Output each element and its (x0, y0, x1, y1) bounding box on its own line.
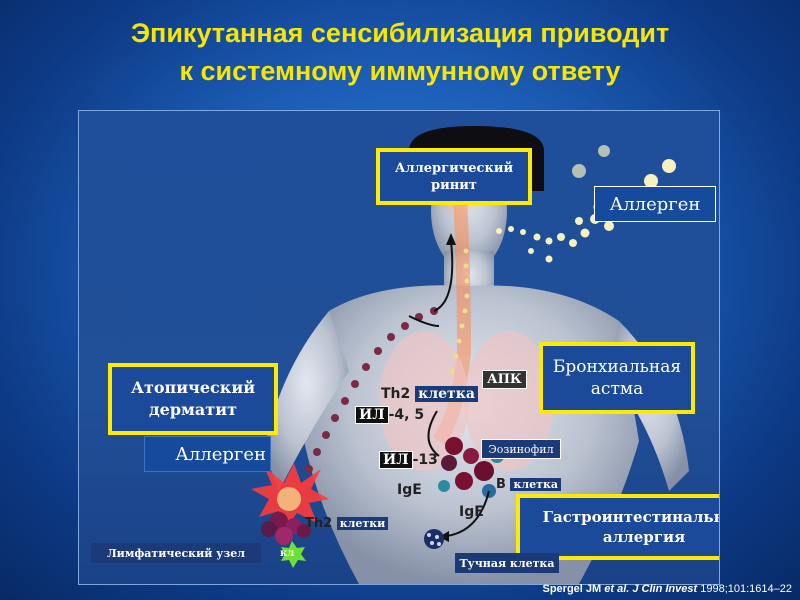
th2-cell-text: клетка (415, 386, 478, 402)
atopic-dermatitis-line1: Атопический (130, 378, 256, 397)
ref-details: 1998;101:1614–22 (700, 583, 792, 595)
il-13-label: ИЛ-13 (379, 451, 438, 469)
il-4-5-num: -4, 5 (388, 407, 425, 423)
lymph-node-cluster (261, 512, 311, 545)
lymph-node-text: Лимфатический узел (106, 546, 246, 560)
skin-lesion (251, 463, 329, 531)
b-cell-label: B клетка (496, 477, 562, 492)
allergen-label-top: Аллерген (594, 186, 716, 222)
th2-cells-text: клетки (336, 517, 389, 530)
atopic-dermatitis-line2: дерматит (149, 400, 237, 419)
ref-etal: et al. (604, 583, 630, 595)
th2-cell-label: Th2 клетка (381, 386, 478, 402)
title-line-2: к системному иммунному ответу (179, 56, 621, 86)
ige-label-2: IgE (459, 504, 484, 520)
mast-cell-label: Тучная клетка (455, 553, 559, 573)
bronchial-asthma-box: Бронхиальная астма (539, 342, 695, 414)
eosinophil-text: Эозинофил (488, 442, 554, 456)
lc-text: кл (280, 548, 295, 559)
reference-citation: Spergel JM et al. J Clin Invest 1998;101… (542, 583, 792, 595)
atopic-dermatitis-box: Атопический дерматит (108, 363, 278, 435)
ige-label-1: IgE (397, 482, 422, 498)
diagram-panel: Аллергический ринит Аллерген Бронхиальна… (78, 110, 720, 585)
apc-text: АПК (487, 372, 522, 387)
gi-allergy-line1: Гастроинтестинальная (542, 508, 719, 526)
allergic-rhinitis-line2: ринит (431, 177, 477, 193)
title-line-1: Эпикутанная сенсибилизация приводит (130, 18, 670, 48)
gi-allergy-box: Гастроинтестинальная аллергия (516, 494, 719, 560)
bronchial-asthma-line1: Бронхиальная (552, 357, 682, 377)
eosinophil-label: Эозинофил (481, 439, 561, 459)
allergen-label-left: Аллерген (144, 436, 271, 472)
lymph-node-label: Лимфатический узел (91, 543, 261, 563)
ref-authors: Spergel JM (542, 583, 602, 595)
il-4-5-label: ИЛ-4, 5 (355, 406, 425, 424)
il-13-tag: ИЛ (379, 451, 413, 469)
lc-label: кл (280, 548, 294, 559)
allergen-top-text: Аллерген (609, 193, 701, 215)
th2-cells-prefix: Th2 (305, 516, 333, 531)
lc-star (281, 541, 306, 568)
allergic-rhinitis-box: Аллергический ринит (376, 148, 532, 205)
ref-journal: J Clin Invest (632, 583, 698, 595)
th2-prefix: Th2 (381, 386, 411, 402)
il-4-5-tag: ИЛ (355, 406, 389, 424)
bronchial-asthma-line2: астма (590, 379, 644, 399)
b-cell-prefix: B (496, 477, 506, 492)
allergic-rhinitis-line1: Аллергический (394, 160, 514, 176)
page-title: Эпикутанная сенсибилизация приводит к си… (0, 14, 800, 90)
apc-tag: АПК (482, 370, 527, 389)
b-cell-text: клетка (510, 478, 562, 491)
mast-cell-text: Тучная клетка (459, 556, 555, 570)
ige-2-text: IgE (459, 504, 484, 520)
ige-1-text: IgE (397, 482, 422, 498)
gi-allergy-line2: аллергия (602, 528, 686, 546)
th2-cells-label: Th2 клетки (305, 516, 389, 531)
il-13-num: -13 (412, 452, 438, 468)
allergen-left-text: Аллерген (175, 443, 266, 465)
